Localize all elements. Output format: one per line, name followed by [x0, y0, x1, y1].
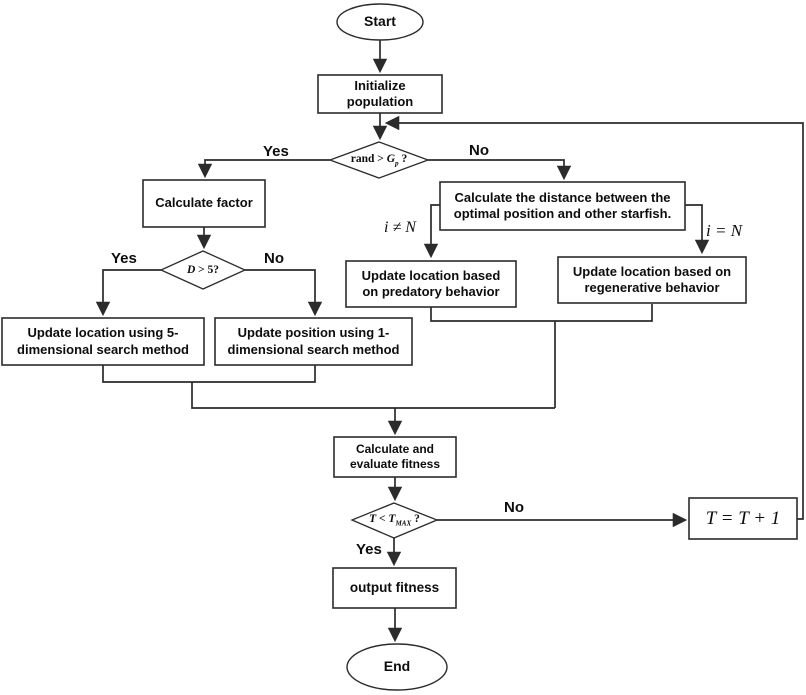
edge-right-merge: [430, 304, 653, 322]
calculate-distance-shape: [439, 181, 686, 231]
update-predatory-shape: [345, 260, 517, 308]
d5-decision-shape: [159, 250, 247, 290]
node-shapes: [1, 3, 798, 691]
increment-t-shape: [688, 497, 798, 540]
output-fitness-shape: [332, 567, 457, 609]
edge-i-not-equal: [423, 204, 440, 259]
update-regenerative-shape: [557, 256, 747, 304]
calculate-factor-shape: [142, 179, 266, 228]
edge-i-equal: [685, 204, 710, 255]
initialize-population-shape: [317, 74, 443, 114]
calculate-fitness-shape: [333, 436, 457, 478]
update-1dim-shape: [214, 317, 413, 366]
rand-gp-decision-shape: [328, 141, 430, 179]
update-5dim-shape: [1, 317, 205, 366]
edge-d5-yes: [95, 269, 161, 317]
end-node-shape: [346, 643, 448, 691]
edge-rand-no: [428, 159, 572, 181]
connector-lines: [95, 40, 804, 643]
tmax-decision-shape: [350, 502, 439, 539]
edge-d5-no: [245, 269, 323, 317]
edge-rand-yes: [197, 159, 330, 179]
start-node-shape: [336, 3, 424, 41]
edge-merge-horizontal: [191, 382, 555, 409]
edge-left-merge: [102, 365, 316, 383]
edge-increment-loopback: [384, 115, 804, 520]
